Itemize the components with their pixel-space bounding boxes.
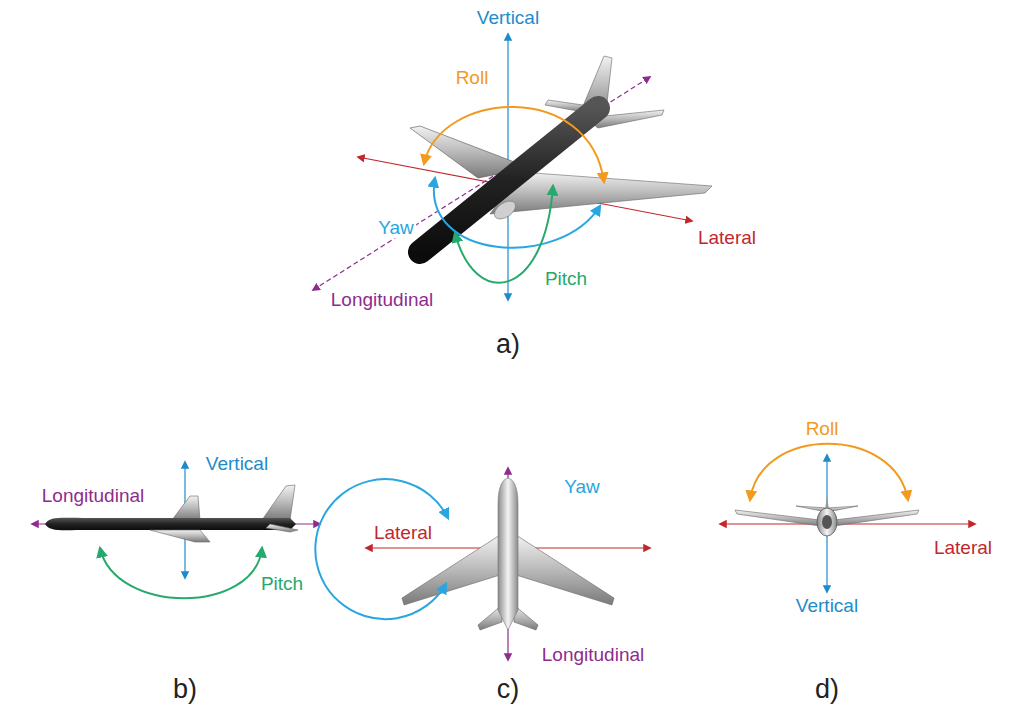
axis-label: Longitudinal xyxy=(40,486,146,507)
airplane-3d xyxy=(410,56,712,252)
view-letter: c) xyxy=(495,675,522,705)
airplane-front xyxy=(735,496,919,536)
view-b xyxy=(32,462,320,598)
roll-arc xyxy=(424,107,604,182)
yaw-arc xyxy=(434,178,600,248)
rotation-label: Yaw xyxy=(376,218,416,239)
pitch-arc xyxy=(100,548,262,598)
axis-label: Longitudinal xyxy=(329,290,435,311)
axis-label: Vertical xyxy=(204,454,270,475)
axis-label: Vertical xyxy=(475,8,541,29)
view-letter: d) xyxy=(813,675,841,705)
axis-label: Longitudinal xyxy=(540,645,646,666)
rotation-label: Pitch xyxy=(543,269,589,290)
rotation-label: Roll xyxy=(454,68,491,89)
roll-arc xyxy=(750,444,908,500)
view-letter: b) xyxy=(171,675,199,705)
axis-label: Lateral xyxy=(372,523,434,544)
pitch-arc xyxy=(455,186,553,283)
axis-label: Lateral xyxy=(696,228,758,249)
view-c xyxy=(315,468,650,660)
rotation-label: Roll xyxy=(804,419,841,440)
rotation-label: Pitch xyxy=(259,574,305,595)
view-letter: a) xyxy=(494,330,522,360)
view-a xyxy=(313,34,712,300)
view-d xyxy=(720,444,975,592)
axis-label: Vertical xyxy=(794,596,860,617)
rotation-label: Yaw xyxy=(562,477,602,498)
axis-label: Lateral xyxy=(932,538,994,559)
yaw-circle xyxy=(315,479,448,619)
airplane-top xyxy=(402,478,614,630)
